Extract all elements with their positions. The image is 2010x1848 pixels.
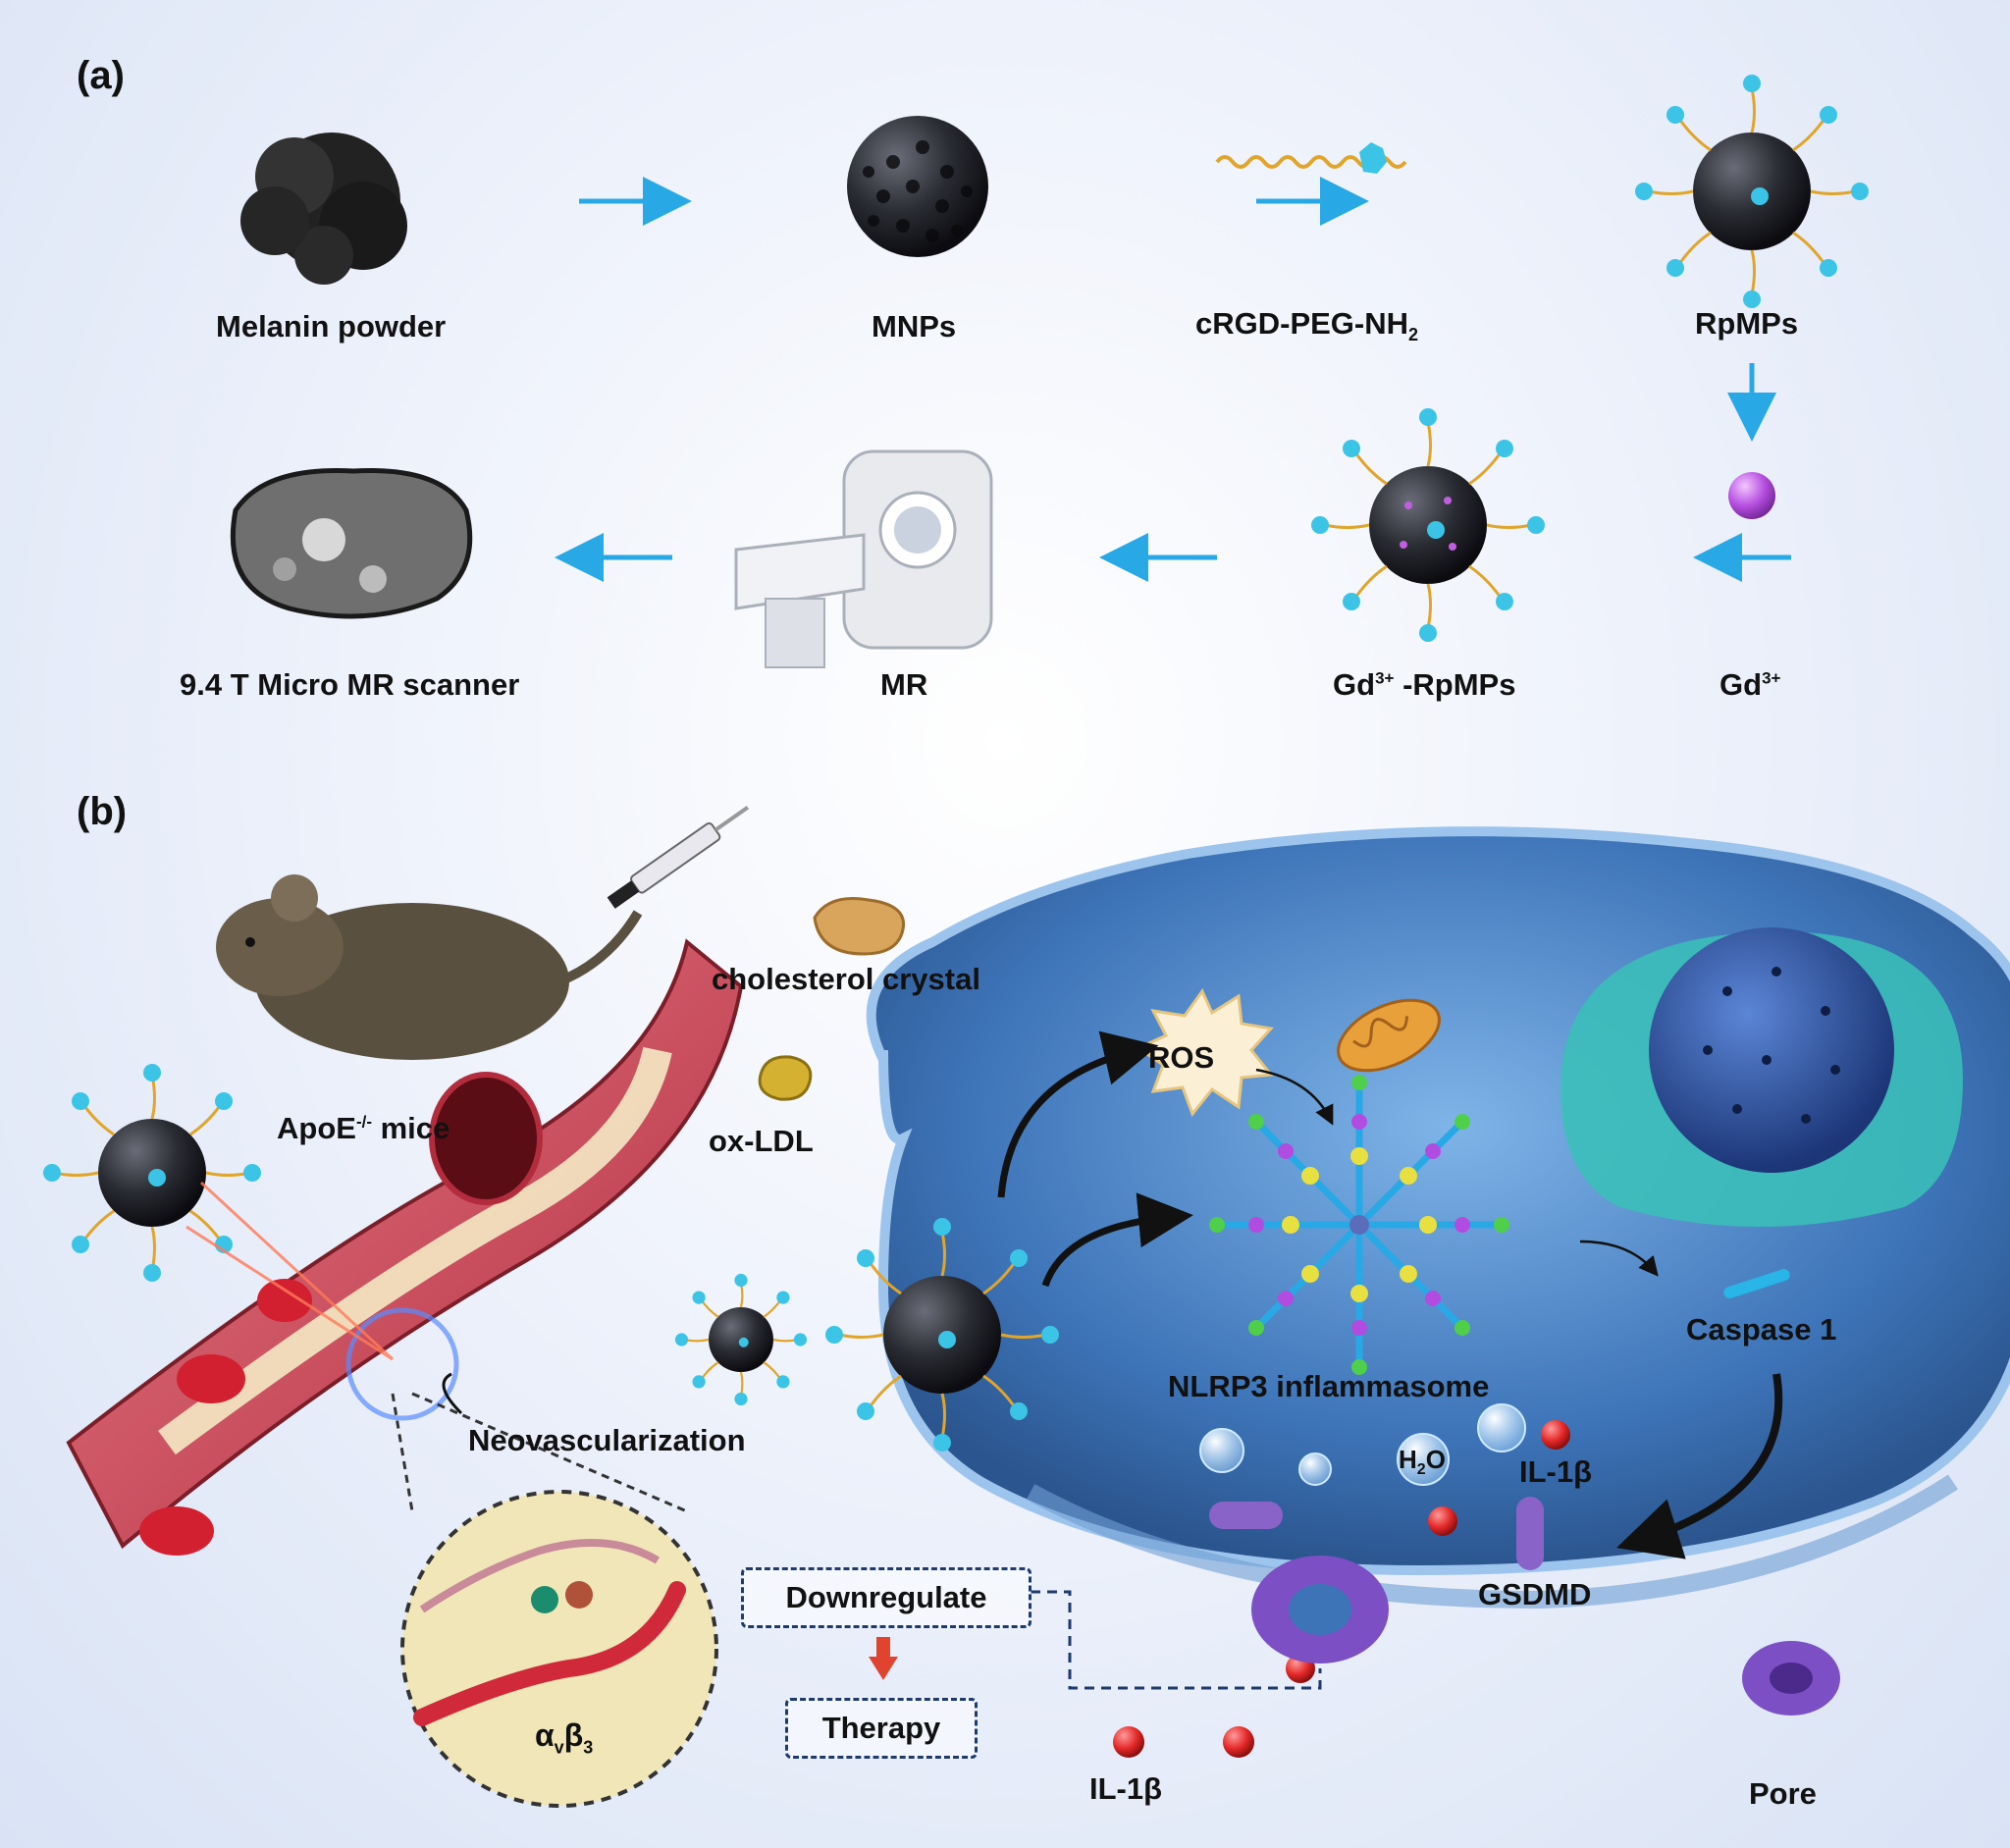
il1b-ball (1113, 1726, 1144, 1758)
mouse-image (216, 874, 643, 1060)
il1b-label-outside: IL-1β (1089, 1771, 1163, 1806)
gd-ion (1728, 472, 1775, 519)
downregulate-box: Downregulate (741, 1567, 1031, 1628)
water-bubbles (1199, 1403, 1526, 1486)
arrow-nlrp3-to-caspase (1579, 1240, 1659, 1277)
arrow-to-ros (997, 1030, 1159, 1198)
neovascularization-label: Neovascularization (468, 1423, 746, 1457)
ox-ldl-label: ox-LDL (709, 1124, 814, 1158)
apoe-mice-label: ApoE-/- mice (277, 1111, 450, 1145)
mr-label: MR (880, 667, 928, 702)
nlrp3-inflammasome (1209, 1075, 1509, 1375)
syringe-image (607, 806, 750, 909)
panel-b-label: (b) (77, 790, 128, 833)
il1b-ball (1223, 1726, 1254, 1758)
downregulate-connector (1031, 1590, 1322, 1690)
arrow-to-nlrp3 (1041, 1192, 1193, 1288)
mnps-sphere (847, 116, 988, 257)
caspase-1-rod (1723, 1269, 1790, 1298)
therapy-box: Therapy (785, 1698, 978, 1759)
rpmps-particle-b-small (674, 1273, 808, 1406)
panel-a-label: (a) (77, 54, 125, 97)
gsdmd-rod (1209, 1502, 1283, 1529)
melanin-powder-label: Melanin powder (216, 309, 447, 343)
scanner-label: 9.4 T Micro MR scanner (180, 667, 520, 702)
therapy-arrow (869, 1637, 898, 1680)
gd-label: Gd3+ (1719, 667, 1781, 702)
mitochondrion (1337, 998, 1441, 1073)
arrow-ros-to-nlrp3 (1255, 1068, 1334, 1126)
rpmps-particle (1635, 75, 1869, 308)
water-label: H2O (1399, 1445, 1446, 1479)
rpmps-label: RpMPs (1695, 306, 1799, 341)
cholesterol-crystal-label: cholesterol crystal (712, 962, 980, 996)
cholesterol-crystal-image (813, 896, 906, 956)
gd-rpmps-particle (1311, 408, 1545, 642)
il1b-ball (1428, 1506, 1457, 1536)
pore-label: Pore (1749, 1776, 1817, 1811)
gsdmd-rod (1516, 1497, 1544, 1570)
crgd-label: cRGD-PEG-NH2 (1195, 306, 1419, 345)
integrin-zoom-circle (391, 1392, 718, 1808)
focus-rays (185, 1181, 395, 1361)
nucleus (1560, 927, 1963, 1227)
blood-vessel (66, 938, 744, 1556)
gsdmd-label: GSDMD (1478, 1577, 1592, 1611)
crgd-peg-chain (1215, 142, 1407, 174)
mnps-label: MNPs (872, 309, 957, 343)
gd-rpmps-label: Gd3+ -RpMPs (1333, 667, 1516, 702)
melanin-powder-image (240, 132, 407, 285)
il1b-ball (1541, 1420, 1570, 1450)
il1b-label-inside: IL-1β (1519, 1454, 1593, 1489)
mr-scan-image (230, 468, 473, 619)
rpmps-particle-b-large (825, 1218, 1059, 1452)
rpmps-particle-b-left (43, 1064, 261, 1282)
pore-membrane (1251, 1556, 1389, 1663)
nlrp3-label: NLRP3 inflammasome (1168, 1369, 1490, 1403)
pore-small (1742, 1641, 1840, 1716)
ros-label: ROS (1148, 1040, 1215, 1075)
ox-ldl-image (758, 1055, 813, 1101)
caspase-1-label: Caspase 1 (1686, 1312, 1837, 1346)
arrow-caspase-to-gsdmd (1616, 1373, 1783, 1559)
mr-machine (734, 449, 993, 668)
neovascularization-pointer (442, 1372, 463, 1415)
integrin-label: αvβ3 (535, 1717, 594, 1758)
